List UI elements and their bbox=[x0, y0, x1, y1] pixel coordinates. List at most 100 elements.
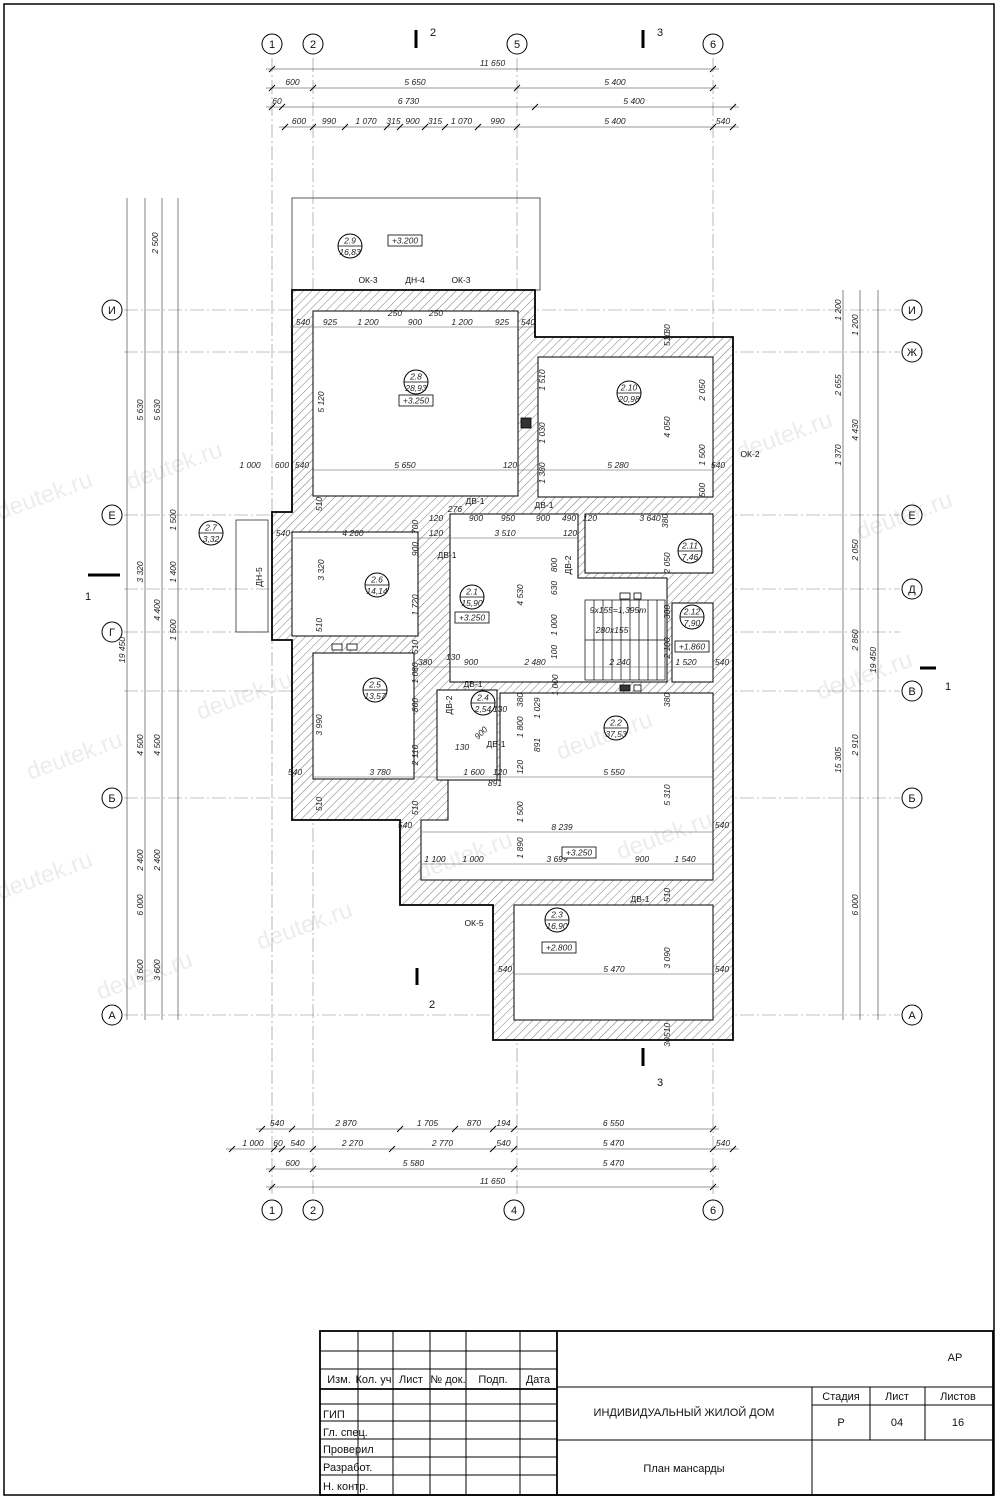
dimension-value: 540 bbox=[716, 1138, 730, 1148]
dimension-value: 510 bbox=[410, 801, 420, 815]
dimension-value: 540 bbox=[715, 820, 729, 830]
dimension-value: 2 050 bbox=[850, 539, 860, 562]
dimension-value: 1 500 bbox=[515, 801, 525, 823]
dimension-value: 1 720 bbox=[410, 594, 420, 616]
room-tag: 2.127,90+1.860 bbox=[674, 604, 710, 653]
axis-label: Г bbox=[109, 627, 115, 639]
dimension-value: 2 500 bbox=[150, 232, 160, 255]
balcony-outline bbox=[235, 519, 269, 633]
dimension-value: 1 070 bbox=[451, 116, 473, 126]
dimension-value: 5 650 bbox=[394, 460, 416, 470]
dimension-value: 5 280 bbox=[607, 460, 629, 470]
dimension-value: 540 bbox=[496, 1138, 510, 1148]
dimension-value: 4 500 bbox=[135, 734, 145, 756]
dimension-value: 510 bbox=[662, 888, 672, 902]
dimension-value: 380 bbox=[662, 693, 672, 707]
opening-label: ДВ-1 bbox=[487, 739, 506, 749]
dimension-value: 6 000 bbox=[135, 894, 145, 916]
dimension-value: 990 bbox=[322, 116, 336, 126]
dimension-value: 5 400 bbox=[623, 96, 645, 106]
opening-label: ОК-5 bbox=[464, 918, 483, 928]
dimension-value: 5 550 bbox=[603, 767, 625, 777]
dimension-value: 2 860 bbox=[850, 629, 860, 652]
dimension-value: 130 bbox=[455, 742, 469, 752]
dimension-value: 5 470 bbox=[603, 1138, 625, 1148]
axis-bubble bbox=[261, 1199, 283, 1221]
dimension-value: 3 320 bbox=[316, 559, 326, 581]
room-area: 20,98 bbox=[617, 394, 640, 404]
room-tag: 2.513,57 bbox=[362, 677, 388, 703]
dimension-value: 5 470 bbox=[603, 964, 625, 974]
dimension-value: 1 890 bbox=[515, 837, 525, 859]
section-label: 3 bbox=[657, 27, 663, 39]
stage-label: Стадия bbox=[822, 1391, 860, 1403]
opening-label: ДВ-1 bbox=[466, 496, 485, 506]
dimension-value: 2 400 bbox=[135, 849, 145, 872]
title-block-role: ГИП bbox=[323, 1409, 345, 1421]
axis-bubble bbox=[302, 33, 324, 55]
dimension-value: 4 530 bbox=[515, 584, 525, 606]
room-2-5 bbox=[312, 652, 415, 780]
dimension-value: 1 100 bbox=[424, 854, 446, 864]
room-area: 2,54 bbox=[474, 704, 492, 714]
room-area: 15,90 bbox=[461, 598, 483, 608]
opening-label: ДВ-2 bbox=[563, 555, 573, 574]
dimension-value: 900 bbox=[408, 317, 422, 327]
watermark-text: deutek.ru bbox=[193, 666, 296, 726]
title-block-role: Гл. спец. bbox=[323, 1427, 368, 1439]
dimension-value: 540 bbox=[288, 767, 302, 777]
opening-label: ДВ-1 bbox=[535, 500, 554, 510]
dimension-value: 130 bbox=[493, 704, 507, 714]
dimension-value: 1 600 bbox=[463, 767, 485, 777]
ventilation-ducts bbox=[331, 417, 642, 692]
room-number: 2.7 bbox=[204, 523, 217, 533]
room-level: +3.250 bbox=[566, 848, 593, 858]
axis-bubble bbox=[302, 1199, 324, 1221]
dimension-value: 900 bbox=[405, 116, 419, 126]
room-number: 2.3 bbox=[550, 910, 563, 920]
room-2-3 bbox=[513, 904, 714, 1021]
dimension-value: 5 400 bbox=[604, 77, 626, 87]
room-number: 2.12 bbox=[683, 607, 701, 617]
dimension-value: 15 305 bbox=[833, 747, 843, 773]
opening-label: ДВ-1 bbox=[464, 679, 483, 689]
opening-label: ОК-3 bbox=[358, 275, 377, 285]
axis-label: 2 bbox=[310, 39, 316, 51]
dimension-value: 4 430 bbox=[850, 419, 860, 441]
section-label: 2 bbox=[430, 27, 436, 39]
stage-value: Р bbox=[837, 1417, 844, 1429]
axis-label: Е bbox=[108, 510, 115, 522]
axis-bubble bbox=[901, 680, 923, 702]
axis-bubble bbox=[901, 578, 923, 600]
dimension-value: 600 bbox=[285, 77, 299, 87]
axis-bubble bbox=[101, 1004, 123, 1026]
dimension-value: 2 400 bbox=[152, 849, 162, 872]
watermark-text: deutek.ru bbox=[123, 436, 226, 496]
dimension-value: 490 bbox=[562, 513, 576, 523]
dimension-value: 2 050 bbox=[662, 552, 672, 575]
opening-label: ДВ-1 bbox=[438, 550, 457, 560]
dimension-value: 600 bbox=[292, 116, 306, 126]
section-label: 3 bbox=[657, 1077, 663, 1089]
dimension-value: 900 bbox=[469, 513, 483, 523]
dimension-value: 5 630 bbox=[152, 399, 162, 421]
dimension-value: 1 510 bbox=[537, 369, 547, 391]
dimension-value: 194 bbox=[496, 1118, 510, 1128]
room-area: 13,57 bbox=[364, 691, 386, 701]
dimension-value: 380 bbox=[662, 605, 672, 619]
dimension-value: 19 450 bbox=[117, 637, 127, 663]
dimension-value: 120 bbox=[429, 513, 443, 523]
opening-label: ДВ-2 bbox=[444, 695, 454, 714]
title-block-header: № док. bbox=[430, 1374, 465, 1386]
dimension-value: 540 bbox=[296, 317, 310, 327]
dimension-value: 11 650 bbox=[480, 58, 506, 68]
dimension-value: 4 400 bbox=[152, 599, 162, 621]
dimension-value: 315 bbox=[386, 116, 400, 126]
axis-label: Ж bbox=[907, 347, 917, 359]
watermark-text: deutek.ru bbox=[813, 646, 916, 706]
dimension-value: 600 bbox=[285, 1158, 299, 1168]
dimension-value: 2 100 bbox=[662, 637, 672, 660]
room-2-2 bbox=[420, 692, 714, 881]
